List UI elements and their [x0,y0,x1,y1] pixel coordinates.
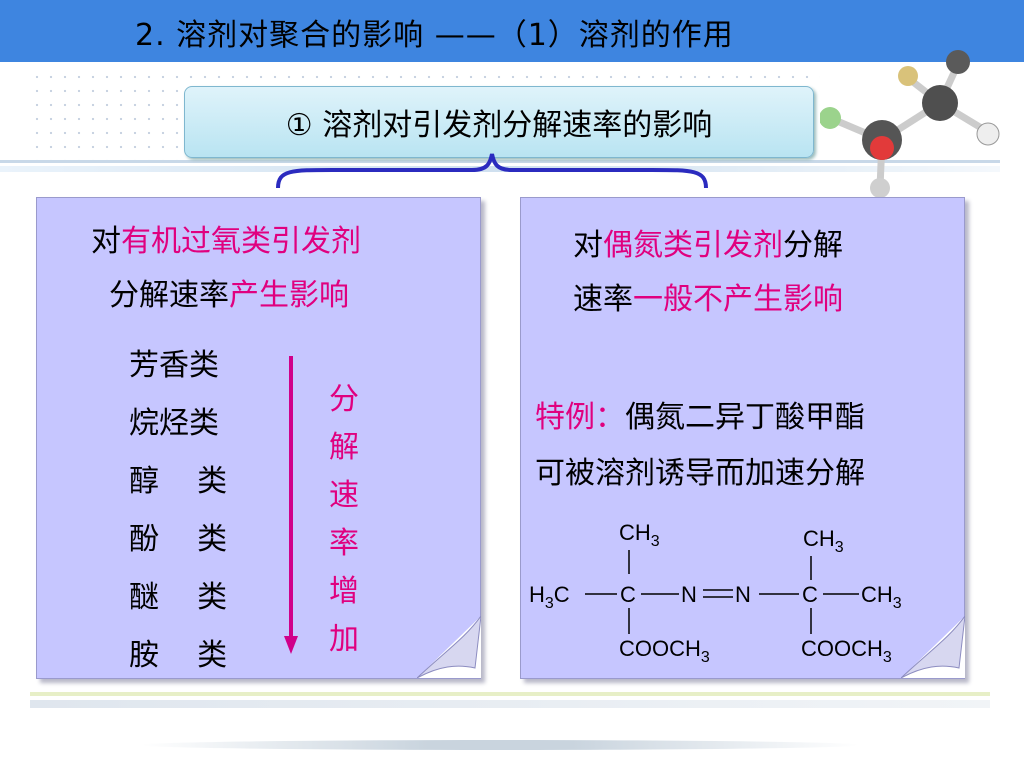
title-bar: 2. 溶剂对聚合的影响 ——（1）溶剂的作用 [0,0,1024,62]
formula-ch3-right: CH3 [861,582,902,612]
brace-connector [276,153,708,189]
formula-ch3-top-right: CH3 [803,526,844,556]
molecule-icon [820,50,1000,198]
solvent-class-item: 胺 类 [129,638,228,673]
organic-peroxide-card: 对有机过氧类引发剂 分解速率产生影响 芳香类 烷烃类 醇 类 酚 类 醚 类 胺… [36,197,481,679]
special-case-label: 特例： [535,400,625,435]
page-title: 2. 溶剂对聚合的影响 ——（1）溶剂的作用 [135,18,734,53]
solvent-class-item: 醚 类 [129,580,228,615]
formula-ch3-top-left: CH3 [619,520,660,550]
right-line1-highlight: 偶氮类引发剂 [603,228,783,263]
formula-c2: C [802,582,818,607]
formula-c1: C [620,582,636,607]
right-line1-prefix: 对 [573,228,603,263]
section-heading-box: ① 溶剂对引发剂分解速率的影响 [184,86,814,158]
bottom-stripe-2 [30,700,990,708]
page-curl [417,616,481,678]
right-card-line1: 对偶氮类引发剂分解 [573,220,843,264]
formula-n2: N [735,582,751,607]
left-line1-prefix: 对 [91,224,121,259]
right-line2-prefix: 速率 [573,282,633,317]
trend-char: 分 [329,382,359,417]
top-stripe [0,160,1000,163]
formula-ester-right: COOCH3 [801,636,892,666]
left-line1-highlight: 有机过氧类引发剂 [121,224,361,259]
bottom-stripe [30,692,990,696]
solvent-class-item: 醇 类 [129,464,228,499]
azo-initiator-card: 对偶氮类引发剂分解 速率一般不产生影响 特例：偶氮二异丁酸甲酯 可被溶剂诱导而加… [520,197,965,679]
trend-char: 加 [329,622,359,657]
solvent-class-item: 芳香类 [129,348,219,383]
trend-char: 解 [329,430,359,465]
special-case-compound: 偶氮二异丁酸甲酯 [625,400,865,435]
special-case-explanation: 可被溶剂诱导而加速分解 [535,456,865,491]
solvent-class-item: 烷烃类 [129,406,219,441]
trend-char: 增 [329,574,359,609]
page-curl [901,616,965,678]
trend-char: 速 [329,478,359,513]
left-line2-prefix: 分解速率 [109,278,229,313]
left-card-line2: 分解速率产生影响 [109,270,349,314]
special-case-line: 特例：偶氮二异丁酸甲酯 [535,392,865,436]
formula-ester-left: COOCH3 [619,636,710,666]
left-card-line1: 对有机过氧类引发剂 [91,216,361,260]
structural-formula: CH3 CH3 H3C C N N C CH3 COOCH3 COOCH3 [529,520,902,666]
formula-h3c: H3C [529,582,570,612]
solvent-class-item: 酚 类 [129,522,228,557]
down-arrow-icon [284,356,298,654]
trend-label: 分 解 速 率 增 加 [329,376,369,664]
trend-char: 率 [329,526,359,561]
bottom-shadow [140,740,860,750]
right-card-line2: 速率一般不产生影响 [573,274,843,318]
right-line2-highlight: 一般不产生影响 [633,282,843,317]
left-line2-highlight: 产生影响 [229,278,349,313]
formula-n1: N [681,582,697,607]
right-line1-suffix: 分解 [783,228,843,263]
section-heading: ① 溶剂对引发剂分解速率的影响 [285,108,713,143]
